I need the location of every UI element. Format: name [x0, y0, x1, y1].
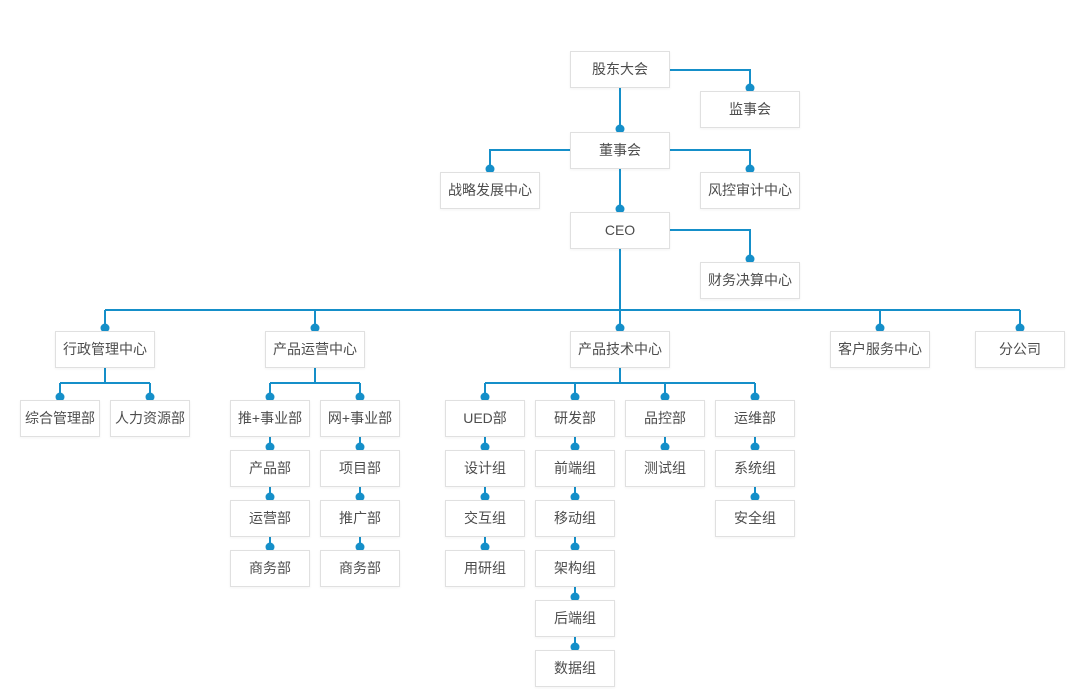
- org-node-strategy-center: 战略发展中心: [440, 172, 540, 209]
- connector-product-ops-children: [265, 368, 365, 402]
- org-node-mobile-group: 移动组: [535, 500, 615, 537]
- org-node-frontend-group: 前端组: [535, 450, 615, 487]
- connector-board-to-ceo: [615, 169, 625, 214]
- org-node-tui-plus-division: 推+事业部: [230, 400, 310, 437]
- connector-ceo-to-level4-bus: [100, 249, 1025, 333]
- connector-chain-ued: [480, 437, 490, 552]
- org-node-ceo: CEO: [570, 212, 670, 249]
- org-node-shareholders-meeting: 股东大会: [570, 51, 670, 88]
- org-node-wang-business-dept: 商务部: [320, 550, 400, 587]
- org-node-backend-group: 后端组: [535, 600, 615, 637]
- connector-chain-rd: [570, 437, 580, 652]
- org-node-quality-control-dept: 品控部: [625, 400, 705, 437]
- org-node-system-group: 系统组: [715, 450, 795, 487]
- org-node-general-admin-dept: 综合管理部: [20, 400, 100, 437]
- org-node-finance-center: 财务决算中心: [700, 262, 800, 299]
- connector-ceo-to-finance: [670, 229, 755, 264]
- org-node-branch-company: 分公司: [975, 331, 1065, 368]
- org-node-risk-audit-center: 风控审计中心: [700, 172, 800, 209]
- connector-chain-quality-control: [660, 437, 670, 452]
- org-node-wang-plus-division: 网+事业部: [320, 400, 400, 437]
- connector-chain-tui-division: [265, 437, 275, 552]
- connector-product-tech-children: [480, 368, 760, 402]
- org-node-promotion-dept: 推广部: [320, 500, 400, 537]
- org-node-operations-dept: 运营部: [230, 500, 310, 537]
- org-node-product-tech-center: 产品技术中心: [570, 331, 670, 368]
- connector-chain-maintenance: [750, 437, 760, 502]
- org-node-product-ops-center: 产品运营中心: [265, 331, 365, 368]
- org-node-data-group: 数据组: [535, 650, 615, 687]
- org-node-supervisory-board: 监事会: [700, 91, 800, 128]
- org-node-ued-dept: UED部: [445, 400, 525, 437]
- connector-admin-children: [55, 368, 155, 402]
- org-node-admin-center: 行政管理中心: [55, 331, 155, 368]
- org-node-customer-service-center: 客户服务中心: [830, 331, 930, 368]
- org-node-interaction-group: 交互组: [445, 500, 525, 537]
- org-node-board-of-directors: 董事会: [570, 132, 670, 169]
- org-node-user-research-group: 用研组: [445, 550, 525, 587]
- org-node-rd-dept: 研发部: [535, 400, 615, 437]
- connector-board-to-strategy: [485, 149, 570, 174]
- org-node-maintenance-dept: 运维部: [715, 400, 795, 437]
- org-node-product-dept: 产品部: [230, 450, 310, 487]
- org-node-hr-dept: 人力资源部: [110, 400, 190, 437]
- org-node-architecture-group: 架构组: [535, 550, 615, 587]
- org-node-security-group: 安全组: [715, 500, 795, 537]
- org-node-tui-business-dept: 商务部: [230, 550, 310, 587]
- connector-shareholders-to-board: [615, 88, 625, 134]
- connector-board-to-risk-audit: [670, 149, 755, 174]
- connector-chain-wang-division: [355, 437, 365, 552]
- org-node-design-group: 设计组: [445, 450, 525, 487]
- org-node-testing-group: 测试组: [625, 450, 705, 487]
- org-node-project-dept: 项目部: [320, 450, 400, 487]
- connector-shareholders-to-supervisory: [670, 69, 755, 93]
